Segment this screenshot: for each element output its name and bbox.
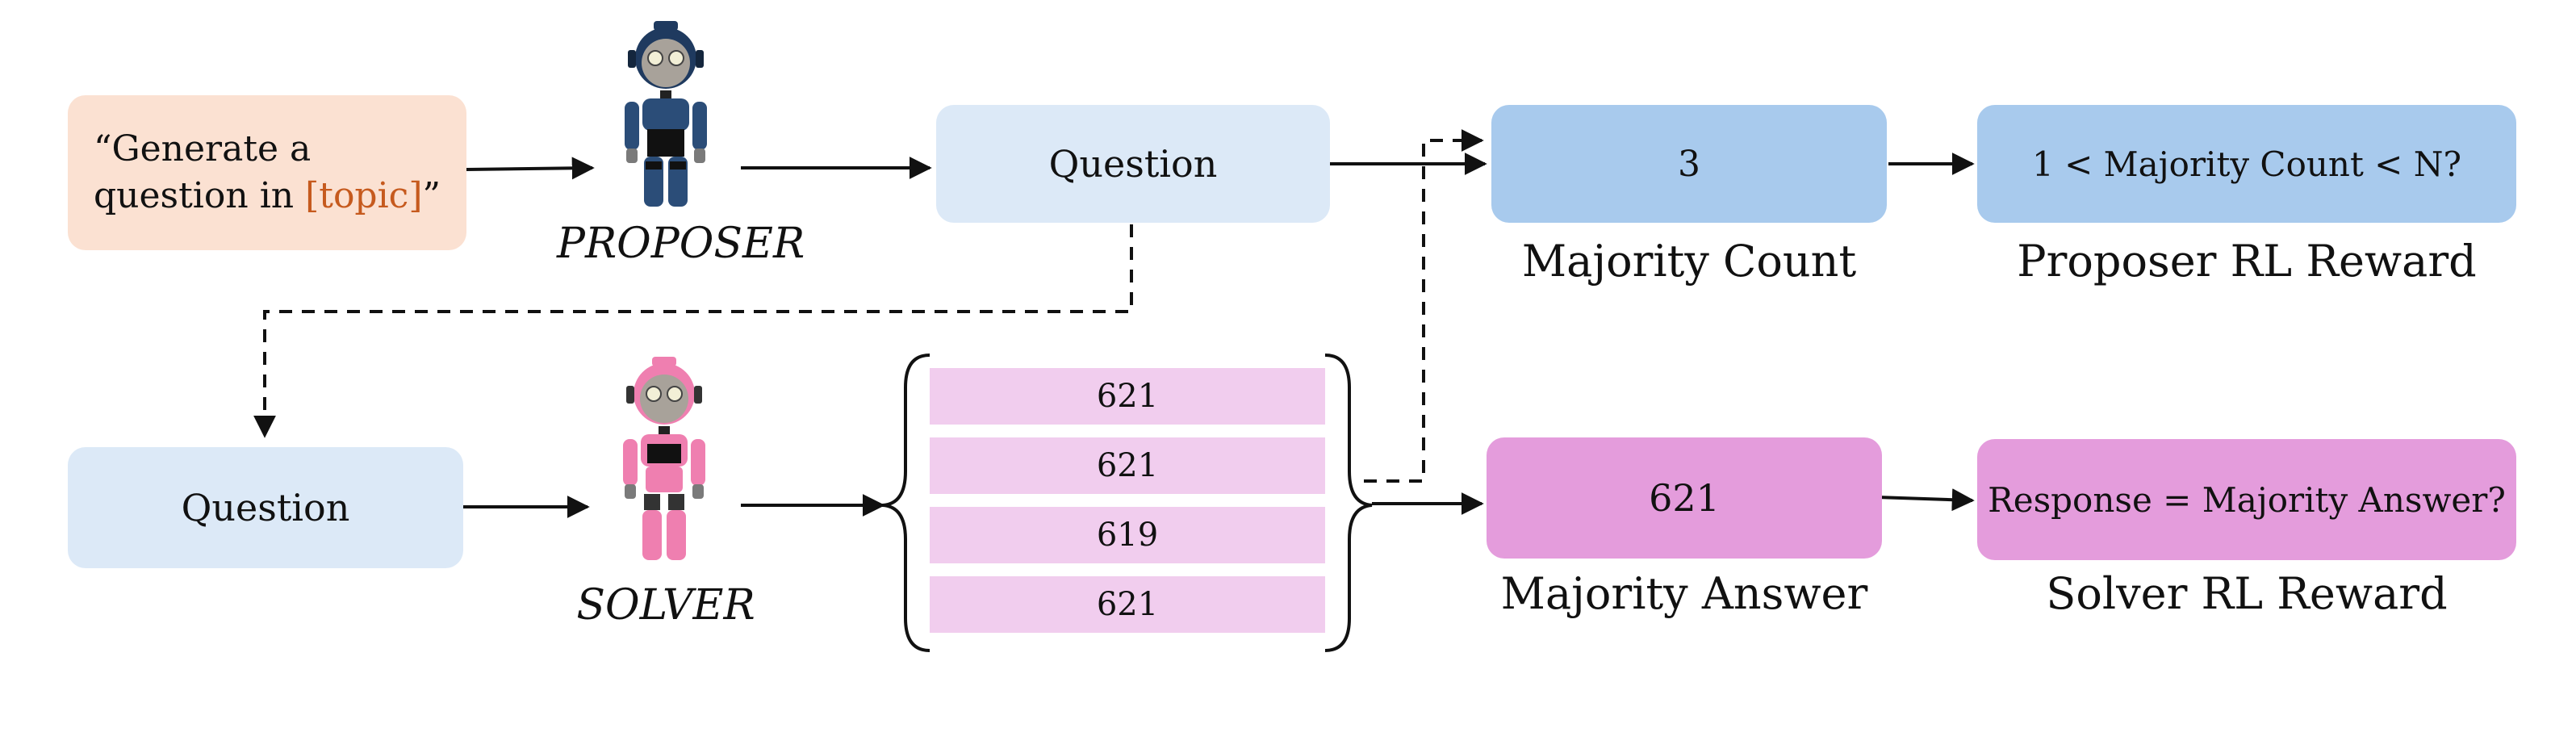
solver-reward-box: Response = Majority Answer? [1977, 439, 2516, 560]
majority-count-box: 3 [1491, 105, 1887, 223]
response-item: 619 [930, 507, 1325, 563]
arrow-prompt-to-proposer [466, 157, 595, 180]
topic-placeholder: [topic] [305, 175, 423, 216]
solver-reward-label: Solver RL Reward [2046, 568, 2448, 619]
majority-count-label: Majority Count [1521, 236, 1857, 287]
solver-robot-icon [623, 357, 705, 560]
proposer-reward-box: 1 < Majority Count < N? [1977, 105, 2516, 223]
majority-answer-box: 621 [1487, 437, 1882, 559]
prompt-line-2: question in [topic]” [94, 175, 441, 216]
proposer-robot-icon [625, 21, 707, 207]
response-item: 621 [930, 368, 1325, 425]
response-item: 621 [930, 576, 1325, 633]
dashed-responses-to-count [1364, 129, 1484, 483]
question-box-top: Question [936, 105, 1330, 223]
proposer-label: PROPOSER [557, 220, 805, 268]
dashed-question-to-question [253, 224, 1133, 438]
proposer-reward-label: Proposer RL Reward [2017, 236, 2477, 287]
response-item: 621 [930, 437, 1325, 494]
right-brace [1324, 354, 1373, 652]
arrow-answer-to-reward [1876, 488, 1975, 512]
prompt-box: “Generate a question in [topic]” [68, 95, 466, 250]
majority-answer-label: Majority Answer [1500, 568, 1868, 619]
left-brace [882, 354, 930, 652]
question-box-bottom: Question [68, 447, 463, 568]
prompt-line-1: “Generate a [94, 128, 312, 169]
solver-label: SOLVER [576, 581, 755, 630]
